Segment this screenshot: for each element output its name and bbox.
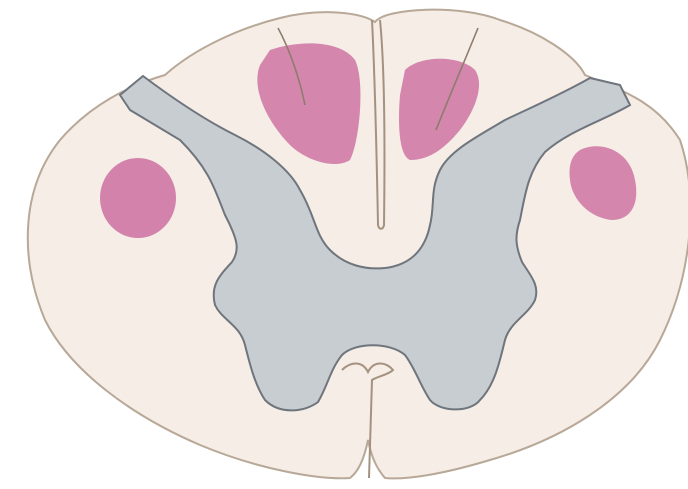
- lesion-lateral-left: [100, 158, 176, 238]
